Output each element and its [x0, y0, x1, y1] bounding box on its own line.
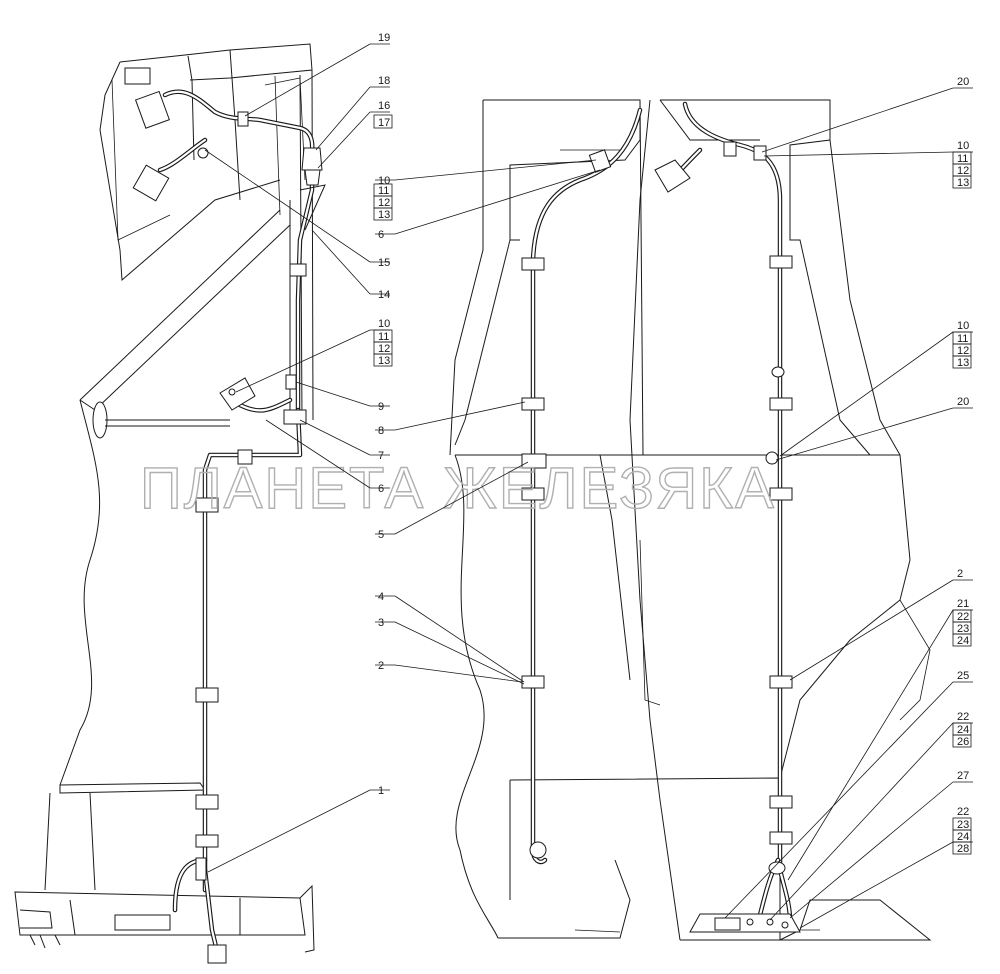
callout-22c: 22 [957, 806, 969, 818]
callout-23a: 23 [957, 623, 969, 635]
callout-17: 17 [378, 117, 390, 129]
callout-2b: 2 [957, 568, 963, 580]
left-view-outline [14, 43, 315, 953]
callout-24b: 24 [957, 724, 969, 736]
callout-5: 5 [378, 529, 384, 541]
callout-2a: 2 [378, 660, 384, 672]
callout-26: 26 [957, 736, 969, 748]
callout-9: 9 [378, 401, 384, 413]
callout-16: 16 [378, 100, 390, 112]
callout-11b: 11 [378, 331, 389, 343]
callout-13b: 13 [378, 355, 390, 367]
callout-13a: 13 [378, 209, 390, 221]
callout-20b: 20 [957, 396, 969, 408]
callout-10b: 10 [378, 318, 390, 330]
right-harness-right [654, 101, 820, 933]
callout-3: 3 [378, 617, 384, 629]
callout-28: 28 [957, 843, 969, 855]
callout-11a: 11 [378, 185, 389, 197]
callout-1: 1 [378, 785, 384, 797]
callout-13d: 13 [957, 357, 969, 369]
callout-10d: 10 [957, 320, 969, 332]
callout-8: 8 [378, 425, 384, 437]
callout-22b: 22 [957, 711, 969, 723]
right-harness-left [521, 107, 643, 865]
watermark: ПЛАНЕТА ЖЕЛЕЗЯКА [140, 456, 776, 521]
left-harness [124, 67, 326, 964]
callout-27: 27 [957, 770, 969, 782]
callout-12a: 12 [378, 197, 390, 209]
callout-12c: 12 [957, 165, 969, 177]
callout-20a: 20 [957, 76, 969, 88]
callout-19: 19 [378, 32, 390, 44]
callout-13c: 13 [957, 177, 969, 189]
callout-11c: 11 [957, 153, 968, 165]
callout-6b: 6 [378, 483, 384, 495]
callout-15: 15 [378, 257, 390, 269]
callout-23c: 23 [957, 819, 969, 831]
callout-21: 21 [957, 598, 969, 610]
callout-24a: 24 [957, 635, 969, 647]
callout-7: 7 [378, 450, 384, 462]
callout-25: 25 [957, 670, 969, 682]
callout-6a: 6 [378, 229, 384, 241]
callout-12d: 12 [957, 345, 969, 357]
callout-14: 14 [378, 289, 390, 301]
callout-10c: 10 [957, 140, 969, 152]
callout-18: 18 [378, 75, 390, 87]
callout-22a: 22 [957, 611, 969, 623]
callout-12b: 12 [378, 343, 390, 355]
callout-24c: 24 [957, 831, 969, 843]
callout-labels: 19 18 16 17 10 11 12 13 6 15 14 10 11 12… [373, 32, 972, 855]
callout-4: 4 [378, 591, 384, 603]
callout-11d: 11 [957, 333, 968, 345]
